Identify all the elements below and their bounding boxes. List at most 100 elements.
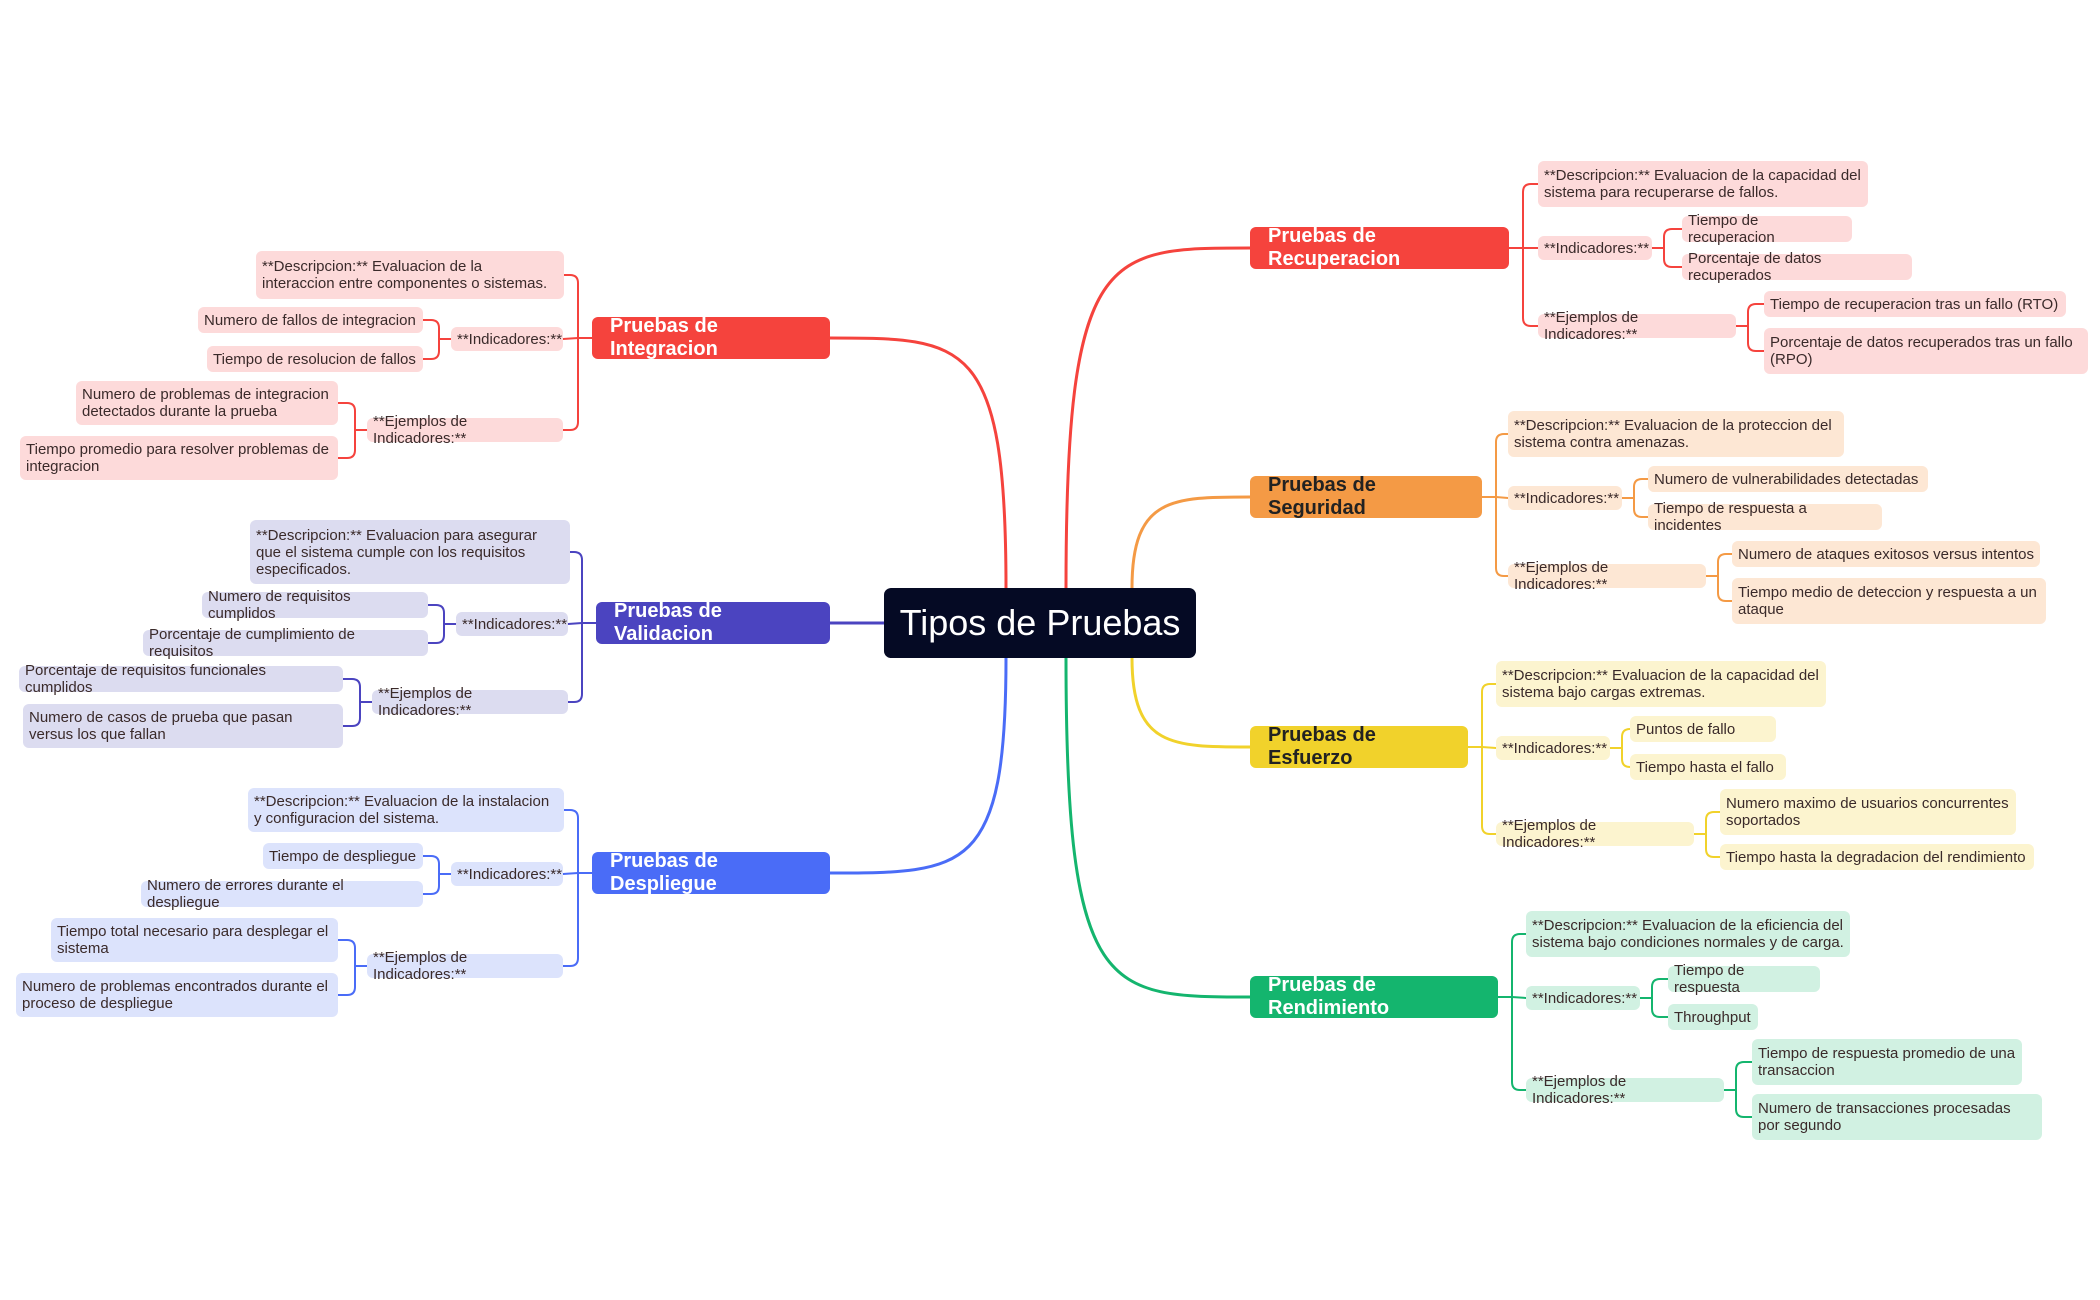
bracket-rendimiento-link-0 [1511, 933, 1527, 998]
ejemplo-integracion-0[interactable]: Numero de problemas de integracion detec… [76, 381, 338, 425]
indicador-despliegue-1[interactable]: Numero de errores durante el despliegue [141, 877, 423, 911]
indicador-esfuerzo-0[interactable]: Puntos de fallo [1630, 716, 1776, 742]
bracket-validacion-ind-link-0 [427, 604, 445, 625]
bracket-rendimiento-ind-link-1 [1651, 997, 1669, 1018]
descripcion-seguridad[interactable]: **Descripcion:** Evaluacion de la protec… [1508, 411, 1844, 457]
descripcion-rendimiento[interactable]: **Descripcion:** Evaluacion de la eficie… [1526, 911, 1850, 957]
ejemplo-recuperacion-1[interactable]: Porcentaje de datos recuperados tras un … [1764, 328, 2088, 374]
ejemplo-esfuerzo-0[interactable]: Numero maximo de usuarios concurrentes s… [1720, 789, 2016, 835]
bracket-integracion-ej-link-1 [337, 429, 356, 459]
indicador-despliegue-0[interactable]: Tiempo de despliegue [263, 843, 423, 869]
ejemplos-label-seguridad[interactable]: **Ejemplos de Indicadores:** [1508, 559, 1706, 593]
bracket-esfuerzo-link-1 [1481, 746, 1497, 749]
bracket-integracion-ind-link-0 [422, 319, 440, 340]
bracket-despliegue-link-1 [562, 872, 579, 875]
indicador-recuperacion-0[interactable]: Tiempo de recuperacion [1682, 212, 1852, 246]
bracket-seguridad-link-1 [1495, 496, 1509, 499]
bracket-recuperacion-ind-link-1 [1663, 247, 1683, 268]
branch-node-rendimiento[interactable]: Pruebas de Rendimiento [1250, 974, 1498, 1019]
bracket-validacion-ej-link-0 [342, 678, 361, 703]
bracket-validacion-link-2 [567, 622, 583, 703]
descripcion-despliegue[interactable]: **Descripcion:** Evaluacion de la instal… [248, 788, 564, 832]
bracket-validacion-ind-link-1 [427, 623, 445, 644]
ejemplo-validacion-0[interactable]: Porcentaje de requisitos funcionales cum… [19, 662, 343, 696]
indicadores-label-rendimiento[interactable]: **Indicadores:** [1526, 986, 1640, 1010]
bracket-despliegue-ej-link-0 [337, 939, 356, 967]
root-node[interactable]: Tipos de Pruebas [884, 588, 1196, 658]
ejemplos-label-validacion[interactable]: **Ejemplos de Indicadores:** [372, 685, 568, 719]
descripcion-recuperacion[interactable]: **Descripcion:** Evaluacion de la capaci… [1538, 161, 1868, 207]
bracket-esfuerzo-ind-link-1 [1621, 747, 1631, 768]
indicadores-label-validacion[interactable]: **Indicadores:** [456, 612, 568, 636]
ejemplos-label-recuperacion[interactable]: **Ejemplos de Indicadores:** [1538, 309, 1736, 343]
bracket-recuperacion-ej-link-0 [1747, 303, 1765, 327]
indicadores-label-integracion[interactable]: **Indicadores:** [451, 327, 563, 351]
bracket-seguridad-link-2 [1495, 496, 1509, 577]
branch-curve-despliegue [828, 656, 1008, 875]
indicadores-label-despliegue[interactable]: **Indicadores:** [451, 862, 563, 886]
descripcion-validacion[interactable]: **Descripcion:** Evaluacion para asegura… [250, 520, 570, 584]
bracket-integracion-ind-link-1 [422, 338, 440, 360]
ejemplo-validacion-1[interactable]: Numero de casos de prueba que pasan vers… [23, 704, 343, 748]
ejemplo-esfuerzo-1[interactable]: Tiempo hasta la degradacion del rendimie… [1720, 844, 2034, 870]
descripcion-esfuerzo[interactable]: **Descripcion:** Evaluacion de la capaci… [1496, 661, 1826, 707]
bracket-seguridad-ind-link-1 [1633, 497, 1649, 518]
indicador-validacion-1[interactable]: Porcentaje de cumplimiento de requisitos [143, 626, 428, 660]
branch-node-seguridad[interactable]: Pruebas de Seguridad [1250, 474, 1482, 519]
indicador-validacion-0[interactable]: Numero de requisitos cumplidos [202, 588, 428, 622]
indicador-rendimiento-1[interactable]: Throughput [1668, 1004, 1758, 1030]
bracket-rendimiento-ej-link-1 [1735, 1089, 1753, 1118]
bracket-esfuerzo-link-2 [1481, 746, 1497, 835]
indicadores-label-recuperacion[interactable]: **Indicadores:** [1538, 236, 1652, 260]
branch-node-recuperacion[interactable]: Pruebas de Recuperacion [1250, 225, 1509, 270]
ejemplo-integracion-1[interactable]: Tiempo promedio para resolver problemas … [20, 436, 338, 480]
bracket-recuperacion-ind-link-0 [1663, 228, 1683, 249]
bracket-seguridad-ej-link-1 [1717, 575, 1733, 602]
ejemplo-seguridad-0[interactable]: Numero de ataques exitosos versus intent… [1732, 541, 2040, 567]
bracket-validacion-link-0 [569, 551, 583, 624]
branch-curve-seguridad [1130, 495, 1252, 590]
bracket-despliegue-ind-link-0 [422, 855, 440, 875]
bracket-rendimiento-link-1 [1511, 996, 1527, 999]
ejemplo-despliegue-1[interactable]: Numero de problemas encontrados durante … [16, 973, 338, 1017]
bracket-seguridad-ej-link-0 [1717, 553, 1733, 577]
indicador-integracion-1[interactable]: Tiempo de resolucion de fallos [207, 346, 423, 372]
ejemplo-despliegue-0[interactable]: Tiempo total necesario para desplegar el… [51, 918, 338, 962]
indicadores-label-esfuerzo[interactable]: **Indicadores:** [1496, 736, 1610, 760]
bracket-esfuerzo-link-0 [1481, 683, 1497, 748]
bracket-integracion-link-1 [562, 337, 579, 340]
ejemplos-label-despliegue[interactable]: **Ejemplos de Indicadores:** [367, 949, 563, 983]
branch-node-validacion[interactable]: Pruebas de Validacion [596, 600, 830, 645]
bracket-recuperacion-link-2 [1522, 247, 1539, 327]
ejemplos-label-rendimiento[interactable]: **Ejemplos de Indicadores:** [1526, 1073, 1724, 1107]
bracket-integracion-link-0 [563, 274, 579, 339]
indicador-rendimiento-0[interactable]: Tiempo de respuesta [1668, 962, 1820, 996]
ejemplo-seguridad-1[interactable]: Tiempo medio de deteccion y respuesta a … [1732, 578, 2046, 624]
indicadores-label-seguridad[interactable]: **Indicadores:** [1508, 486, 1622, 510]
indicador-seguridad-0[interactable]: Numero de vulnerabilidades detectadas [1648, 466, 1928, 492]
bracket-esfuerzo-ind-link-0 [1621, 728, 1631, 749]
ejemplos-label-esfuerzo[interactable]: **Ejemplos de Indicadores:** [1496, 817, 1694, 851]
indicador-seguridad-1[interactable]: Tiempo de respuesta a incidentes [1648, 500, 1882, 534]
bracket-seguridad-ind-link-0 [1633, 478, 1649, 499]
branch-curve-integracion [828, 336, 1008, 590]
descripcion-integracion[interactable]: **Descripcion:** Evaluacion de la intera… [256, 251, 564, 299]
branch-node-despliegue[interactable]: Pruebas de Despliegue [592, 850, 830, 895]
ejemplo-recuperacion-0[interactable]: Tiempo de recuperacion tras un fallo (RT… [1764, 291, 2066, 317]
indicador-esfuerzo-1[interactable]: Tiempo hasta el fallo [1630, 754, 1786, 780]
bracket-seguridad-link-0 [1495, 433, 1509, 498]
indicador-integracion-0[interactable]: Numero de fallos de integracion [198, 307, 423, 333]
bracket-esfuerzo-ej-link-1 [1705, 833, 1721, 858]
bracket-rendimiento-ej-link-0 [1735, 1061, 1753, 1091]
ejemplo-rendimiento-0[interactable]: Tiempo de respuesta promedio de una tran… [1752, 1039, 2022, 1085]
branch-node-integracion[interactable]: Pruebas de Integracion [592, 315, 830, 360]
ejemplo-rendimiento-1[interactable]: Numero de transacciones procesadas por s… [1752, 1094, 2042, 1140]
ejemplos-label-integracion[interactable]: **Ejemplos de Indicadores:** [367, 413, 563, 447]
branch-curve-recuperacion [1064, 246, 1252, 590]
bracket-recuperacion-link-0 [1522, 183, 1539, 249]
bracket-recuperacion-ej-link-1 [1747, 325, 1765, 352]
bracket-rendimiento-link-2 [1511, 996, 1527, 1091]
indicador-recuperacion-1[interactable]: Porcentaje de datos recuperados [1682, 250, 1912, 284]
branch-node-esfuerzo[interactable]: Pruebas de Esfuerzo [1250, 724, 1468, 769]
bracket-validacion-link-1 [567, 622, 583, 625]
